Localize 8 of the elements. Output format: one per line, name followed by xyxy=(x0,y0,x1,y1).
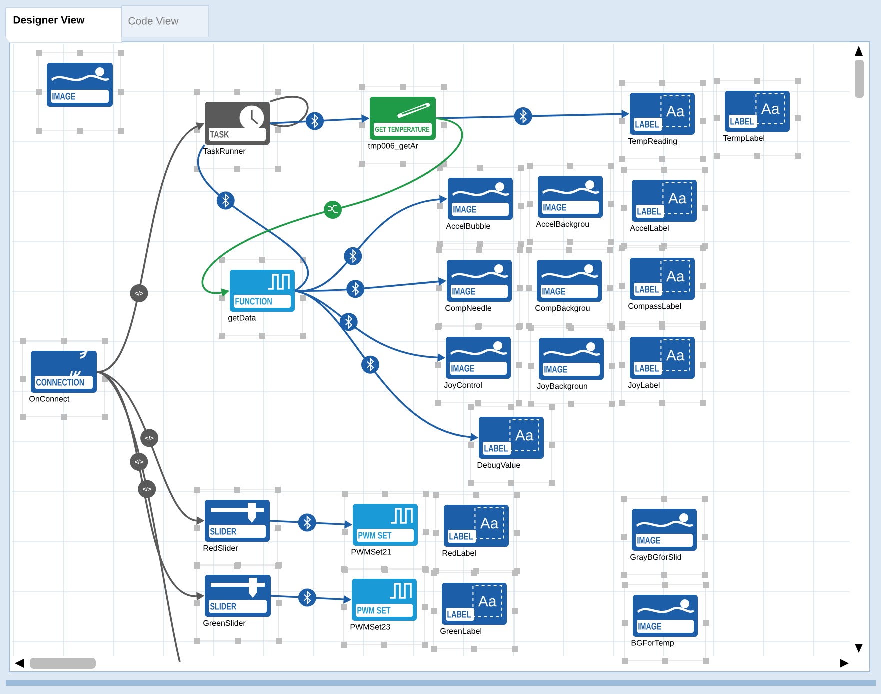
tab: Code View xyxy=(122,6,210,38)
component-tile: IMAGE xyxy=(47,63,113,107)
component-tile: SLIDER xyxy=(205,500,270,542)
connector xyxy=(198,144,309,292)
connector xyxy=(96,371,181,662)
connector xyxy=(270,96,309,128)
component-name: RedSlider xyxy=(204,545,238,552)
tab: Designer View xyxy=(6,8,122,44)
